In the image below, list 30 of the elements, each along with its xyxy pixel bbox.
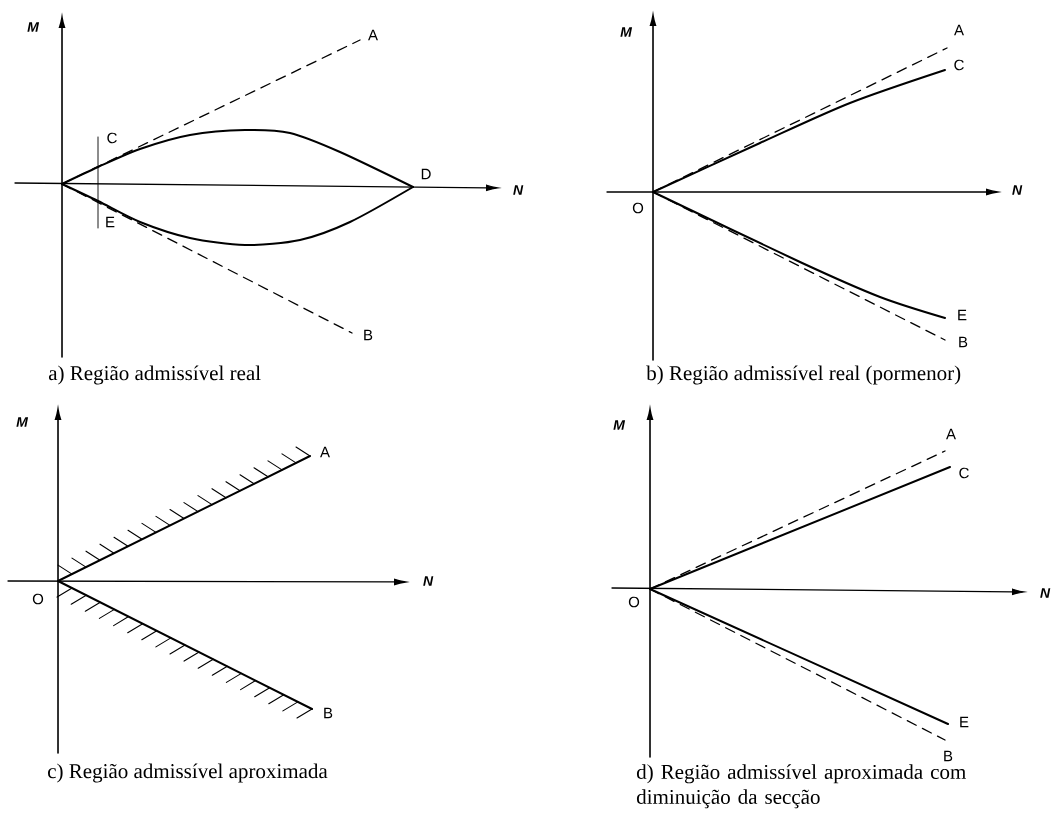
axis-label: N <box>513 185 524 195</box>
point-label: O <box>632 202 644 214</box>
point-label: E <box>958 309 967 321</box>
axis-label: N <box>423 576 434 586</box>
axis-label: M <box>613 420 626 430</box>
point-label: O <box>628 596 640 608</box>
axis-label: N <box>1040 588 1051 598</box>
caption: d) Região admissível aproximada com diminuição da secção <box>636 764 966 809</box>
axis-label: N <box>1012 185 1023 195</box>
point-label: E <box>960 716 969 728</box>
point-label: A <box>946 428 956 440</box>
caption: b) Região admissível real (pormenor) <box>646 365 961 385</box>
point-label: A <box>320 446 330 458</box>
axis-label: M <box>27 22 40 32</box>
point-label: O <box>32 593 44 605</box>
point-label: A <box>954 24 964 36</box>
axis-label: M <box>16 417 29 427</box>
point-label: C <box>107 132 117 144</box>
axis-label: M <box>620 27 633 37</box>
point-label: B <box>324 707 333 719</box>
point-label: A <box>368 29 378 41</box>
caption: a) Região admissível real <box>48 365 261 385</box>
point-label: E <box>106 216 115 228</box>
point-label: C <box>959 467 969 479</box>
caption: c) Região admissível aproximada <box>48 763 328 783</box>
point-label: B <box>959 336 968 348</box>
point-label: B <box>364 329 373 341</box>
point-label: D <box>421 168 431 180</box>
point-label: B <box>944 750 953 762</box>
point-label: C <box>954 59 964 71</box>
